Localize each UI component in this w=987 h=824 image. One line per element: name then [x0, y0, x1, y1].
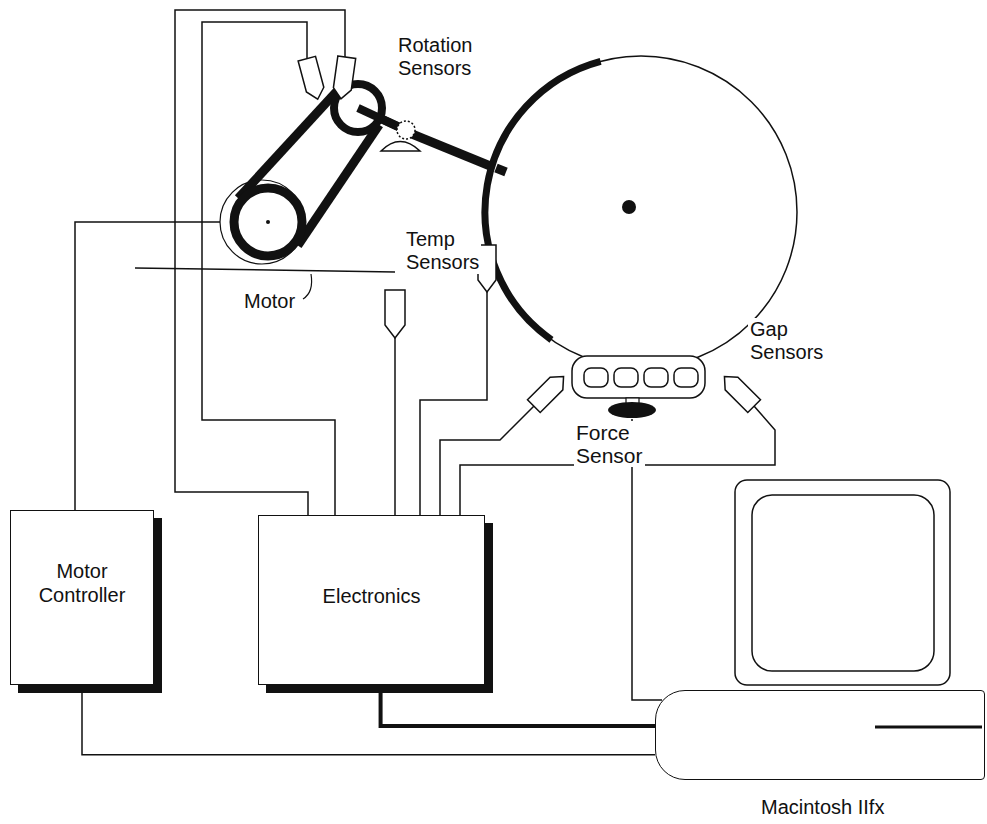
wheel-axle — [622, 200, 636, 214]
part-label: Gap Sensors — [748, 318, 825, 364]
controller-box: Motor Controller — [10, 510, 154, 685]
connecting-rod — [412, 134, 500, 170]
connecting-rod — [496, 168, 506, 172]
node-text: Motor Controller — [11, 559, 153, 607]
motor-wire — [75, 222, 232, 510]
part-label: Temp Sensors — [404, 228, 481, 274]
computer-base: Macintosh IIfx — [655, 690, 985, 780]
pad-cell — [584, 368, 608, 387]
crank-arm — [358, 108, 399, 127]
drive-belt — [298, 125, 379, 246]
drive-belt — [238, 91, 337, 198]
gap-sensor-wire — [460, 406, 775, 515]
pulley-axle — [266, 220, 270, 224]
disk-slot — [875, 726, 982, 729]
temp-sensor-wire — [394, 338, 396, 515]
rotation-sensor-wire — [202, 22, 335, 515]
temp-sensor-wire — [420, 292, 487, 515]
part-label: Rotation Sensors — [396, 34, 475, 80]
pad-cell — [614, 368, 638, 387]
signal-cable — [381, 685, 655, 726]
node-text: Electronics — [323, 584, 421, 608]
gap-sensor — [718, 370, 760, 412]
motor-housing — [220, 180, 304, 264]
monitor-screen — [752, 495, 934, 671]
gap-sensor-wire — [440, 406, 534, 515]
test-pad — [572, 356, 705, 398]
monitor-case — [735, 480, 950, 685]
rotation-sensor — [298, 56, 326, 101]
leader-line — [303, 274, 312, 299]
part-label: Motor — [242, 290, 297, 313]
gap-sensor — [527, 370, 569, 412]
wheel-rim — [485, 61, 601, 340]
electronics-box: Electronics — [258, 515, 485, 685]
motor-pulley — [234, 188, 302, 256]
motor-mount-plate — [135, 268, 395, 272]
rotation-sensor-wire — [175, 10, 345, 515]
force-sensor-disc — [608, 402, 656, 418]
rotation-sensor — [332, 56, 356, 100]
pad-cell — [644, 368, 668, 387]
sensors — [298, 56, 760, 413]
part-label: Force Sensor — [574, 421, 645, 467]
pivot-joint — [397, 121, 415, 139]
signal-cable — [82, 685, 655, 755]
temp-sensor — [385, 290, 405, 338]
node-text: Macintosh IIfx — [761, 795, 884, 819]
pad-cell — [674, 368, 698, 387]
pivot-support — [381, 142, 420, 152]
